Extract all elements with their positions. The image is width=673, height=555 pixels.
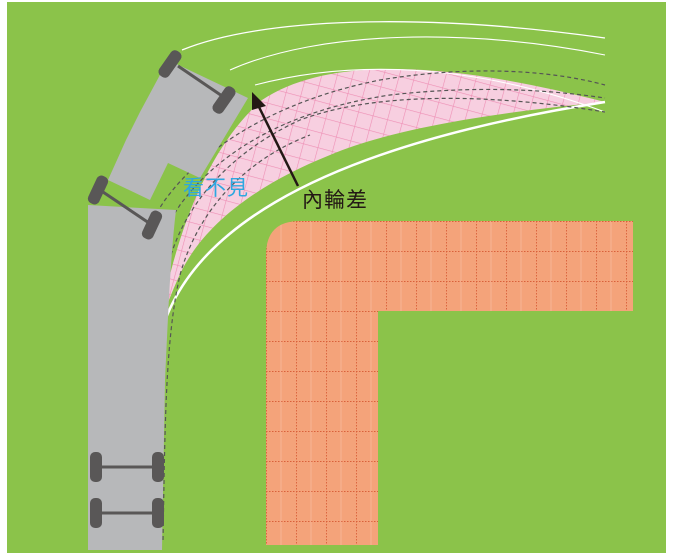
front-axle — [177, 64, 229, 102]
truck-icon — [87, 50, 248, 550]
arrow-icon — [252, 92, 300, 187]
truck-body — [88, 205, 176, 550]
inner-wheel-difference-label: 內輪差 — [302, 188, 368, 212]
blind-spot-label: 看不見 — [183, 176, 249, 200]
middle-right-wheel — [141, 210, 163, 240]
curb-line-inner — [156, 100, 606, 346]
rear-wheel-2-right — [152, 498, 164, 528]
truck-cab — [108, 60, 248, 200]
outer-sweep-line — [181, 21, 606, 51]
middle-left-wheel — [87, 175, 109, 205]
rear-wheel-2-left — [90, 498, 102, 528]
front-right-wheel — [212, 86, 236, 114]
front-left-wheel — [158, 50, 182, 78]
middle-axle — [99, 188, 153, 227]
outer-sweep-line-3 — [254, 68, 606, 113]
outer-sweep-line-2 — [229, 36, 606, 71]
rear-wheel-1-right — [152, 452, 164, 482]
sidewalk-corner — [266, 221, 633, 545]
rear-wheel-1-left — [90, 452, 102, 482]
